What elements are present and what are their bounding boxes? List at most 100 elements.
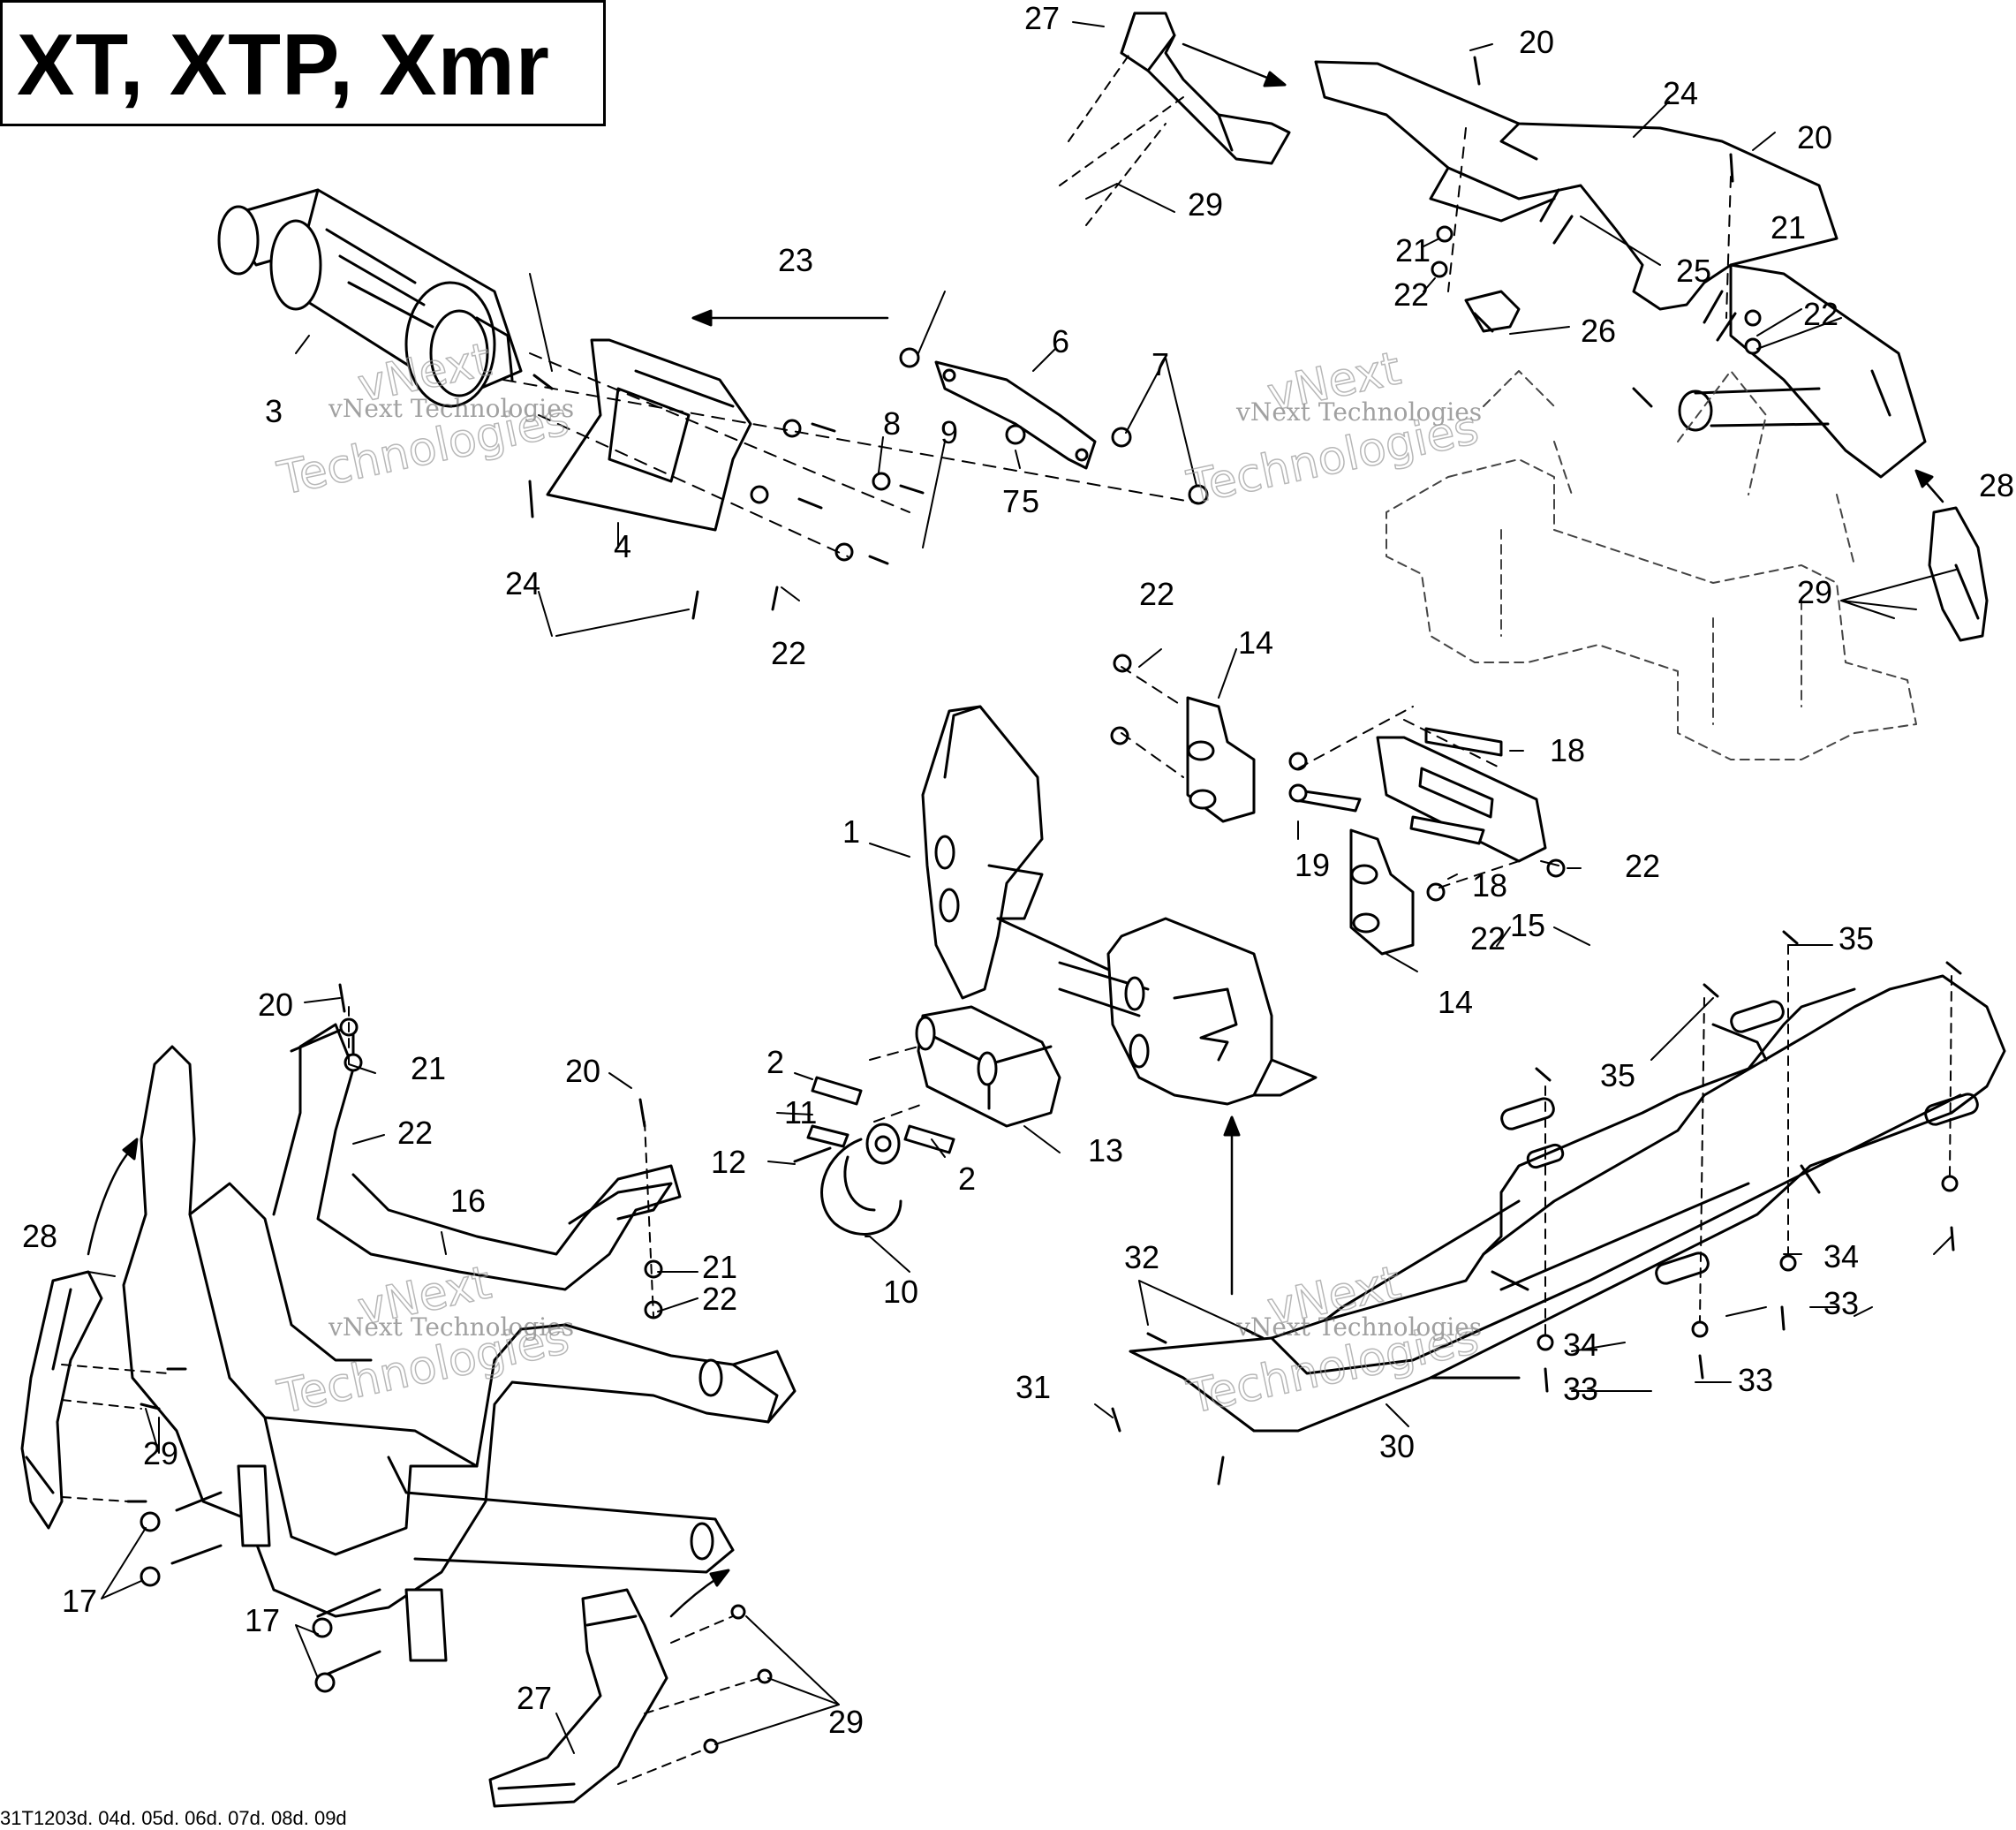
- callout-number: 21: [702, 1249, 737, 1285]
- callout-number: 22: [1393, 276, 1429, 313]
- callout-number: 22: [1470, 920, 1506, 957]
- front-bumper-part-1: [921, 705, 1318, 1106]
- watermark-text-1: vNext Technologies: [328, 394, 574, 423]
- skid-plate-part-30: [1129, 974, 2006, 1433]
- callout-number: 8: [883, 405, 901, 442]
- callout-number: 29: [143, 1435, 178, 1471]
- callout-number: 21: [1395, 232, 1431, 268]
- callout-number: 29: [1797, 574, 1832, 610]
- callout-number: 5: [1022, 483, 1039, 519]
- footrest-part-27-top: [1120, 11, 1291, 165]
- callout-number: 31: [1016, 1369, 1051, 1405]
- arrow-footrest-top: [1182, 42, 1287, 87]
- callout-leaders: [87, 21, 1957, 1754]
- callout-number: 20: [258, 987, 293, 1023]
- callout-number: 28: [22, 1218, 57, 1254]
- arrow-skid-to-bumper: [1223, 1115, 1241, 1296]
- hitch-bracket-part-13: [915, 1005, 1061, 1128]
- callout-number: 19: [1295, 847, 1330, 883]
- callout-number: 29: [1188, 186, 1223, 223]
- callout-number: 29: [828, 1704, 864, 1740]
- callout-number: 2: [766, 1044, 784, 1080]
- callout-number: 9: [940, 414, 958, 450]
- callout-number: 18: [1472, 867, 1507, 904]
- model-title: XT, XTP, Xmr: [17, 16, 550, 113]
- callout-number: 27: [1024, 0, 1060, 36]
- callout-number: 35: [1600, 1057, 1635, 1093]
- callout-number: 17: [62, 1583, 97, 1619]
- callout-number: 7: [1002, 483, 1020, 519]
- front-bumper-tube-part-16: [122, 1023, 797, 1662]
- callout-number: 28: [1979, 467, 2014, 503]
- callout-number: 10: [883, 1274, 918, 1310]
- footrest-part-28-right: [1928, 506, 1989, 642]
- dashed-leaders-14-15: [869, 666, 1520, 1123]
- watermark-text-3: vNext Technologies: [328, 1312, 574, 1342]
- fasteners-6-9: [528, 347, 1209, 620]
- callout-number: 2: [958, 1161, 976, 1197]
- bolts-18-19: [1110, 654, 1566, 902]
- callout-number: 15: [1510, 907, 1545, 943]
- rear-bumper-part-24: [1314, 60, 1927, 479]
- arrow-footrest-left: [87, 1138, 139, 1256]
- skid-fasteners-31-35: [1111, 930, 1962, 1486]
- callout-number: 27: [517, 1680, 552, 1716]
- dashed-leaders-skid: [1544, 944, 1952, 1335]
- callout-number: 22: [1625, 848, 1660, 884]
- arrow-winch-plate: [691, 309, 889, 327]
- frame-ghost-outline: [1386, 370, 1917, 760]
- callout-number: 33: [1563, 1371, 1598, 1407]
- callout-number: 23: [778, 242, 813, 278]
- winch-part-3: [217, 188, 523, 408]
- callout-number: 17: [245, 1602, 280, 1638]
- callout-number: 22: [771, 635, 806, 671]
- dashed-leaders-lower-left: [61, 1006, 760, 1785]
- fasteners-20-26: [1431, 56, 1762, 408]
- watermark-text-2: vNext Technologies: [1235, 397, 1482, 427]
- callout-number: 22: [1139, 576, 1174, 612]
- bracket-part-5: [934, 360, 1097, 470]
- callout-number: 3: [265, 393, 283, 429]
- bolts-2-11-12: [793, 1076, 955, 1163]
- callout-number: 33: [1823, 1285, 1859, 1321]
- callout-number: 30: [1379, 1428, 1415, 1464]
- callout-number: 22: [1803, 296, 1839, 332]
- dashed-leaders-upper-left: [502, 352, 1202, 557]
- callout-number: 32: [1124, 1239, 1159, 1275]
- callout-number: 7: [1151, 346, 1169, 382]
- dashed-leaders-upper-right: [1447, 127, 1732, 319]
- arrow-footrest-bottom: [669, 1569, 730, 1618]
- callout-number: 18: [1550, 732, 1585, 768]
- callout-number: 14: [1438, 984, 1473, 1020]
- callout-number: 24: [505, 565, 540, 601]
- winch-plate-part-4: [546, 338, 752, 532]
- callout-number: 24: [1663, 75, 1698, 111]
- bracket-15: [1376, 736, 1547, 863]
- model-title-box: XT, XTP, Xmr: [0, 0, 606, 126]
- callout-number: 20: [1797, 119, 1832, 155]
- callout-number: 13: [1088, 1132, 1123, 1168]
- callout-number: 34: [1563, 1327, 1598, 1363]
- arrow-footrest-right: [1914, 469, 1944, 503]
- callout-number: 21: [1771, 209, 1806, 246]
- callout-number: 34: [1823, 1238, 1859, 1274]
- callout-number: 22: [702, 1281, 737, 1317]
- watermark-text-4: vNext Technologies: [1235, 1312, 1482, 1342]
- footrest-part-27-bottom: [488, 1588, 668, 1808]
- callout-number: 26: [1581, 313, 1616, 349]
- callout-number: 25: [1676, 253, 1711, 289]
- callout-number: 4: [614, 528, 631, 564]
- callout-number: 1: [842, 813, 860, 850]
- callout-number: 16: [450, 1183, 486, 1219]
- callout-number: 6: [1052, 323, 1069, 359]
- drawing-reference-code: 31T1203d. 04d. 05d. 06d. 07d. 08d. 09d: [0, 1807, 347, 1829]
- callout-number: 35: [1839, 920, 1874, 957]
- callout-number: 20: [565, 1053, 600, 1089]
- callout-number: 21: [411, 1050, 446, 1086]
- brackets-14: [1186, 696, 1415, 956]
- callout-number: 33: [1738, 1362, 1773, 1398]
- callout-number: 20: [1519, 24, 1554, 60]
